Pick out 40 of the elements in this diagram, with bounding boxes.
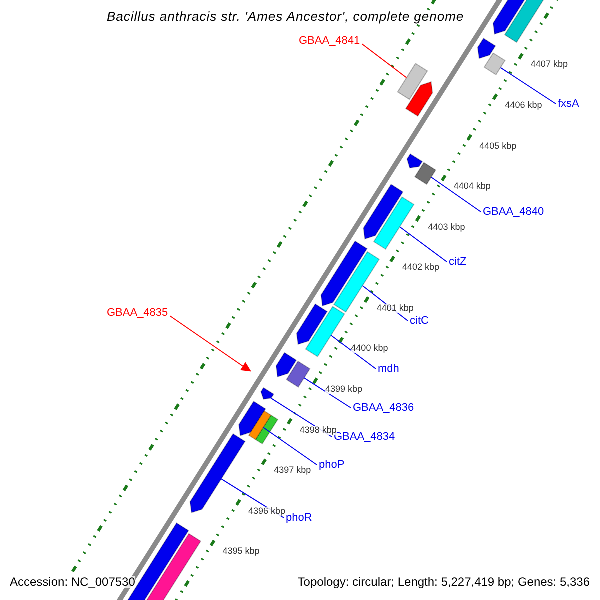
gene-label: phoR — [286, 512, 312, 524]
accession-text: Accession: NC_007530 — [10, 576, 136, 588]
gene-bar — [286, 360, 311, 388]
gene-bar — [397, 63, 428, 100]
scale-label: 4402 kbp — [402, 263, 440, 272]
scale-label: 4398 kbp — [300, 426, 337, 435]
gene-label: GBAA_4840 — [483, 206, 544, 218]
scale-label: 4405 kbp — [480, 142, 517, 151]
gene-label: citC — [410, 316, 429, 326]
leader-line — [399, 226, 448, 262]
gene-feature — [190, 433, 246, 514]
leader-line — [430, 176, 482, 212]
scale-label: 4406 kbp — [505, 101, 542, 110]
gene-label: GBAA_4841 — [299, 36, 360, 46]
gene-label: GBAA_4834 — [334, 432, 396, 442]
gene-bar — [248, 410, 272, 440]
leader-line — [330, 335, 376, 370]
gene-label: phoP — [319, 460, 345, 470]
gene-bar — [414, 162, 437, 186]
gene-bar — [373, 196, 415, 250]
scale-label: 4401 kbp — [376, 304, 414, 313]
scale-label: 4397 kbp — [274, 466, 312, 476]
leader-line — [170, 316, 244, 367]
scale-label: 4399 kbp — [325, 384, 363, 394]
leader-line — [263, 427, 318, 466]
gene-label: fxsA — [558, 98, 580, 110]
leader-line — [500, 67, 556, 104]
genome-info-text: Topology: circular; Length: 5,227,419 bp; Genes: 5,336 — [298, 576, 590, 588]
gene-marker — [240, 362, 252, 372]
leader-line — [362, 44, 408, 78]
gene-label: GBAA_4836 — [353, 402, 414, 414]
gene-feature — [260, 387, 275, 400]
scale-label: 4395 kbp — [222, 547, 260, 556]
gene-bar — [305, 306, 346, 358]
leader-line — [304, 378, 352, 408]
gene-label: mdh — [378, 364, 400, 374]
gene-label: citZ — [449, 256, 467, 268]
map-title: Bacillus anthracis str. 'Ames Ancestor', complete genome — [107, 10, 464, 23]
gene-label: GBAA_4835 — [107, 308, 168, 318]
gene-bar — [484, 52, 506, 76]
